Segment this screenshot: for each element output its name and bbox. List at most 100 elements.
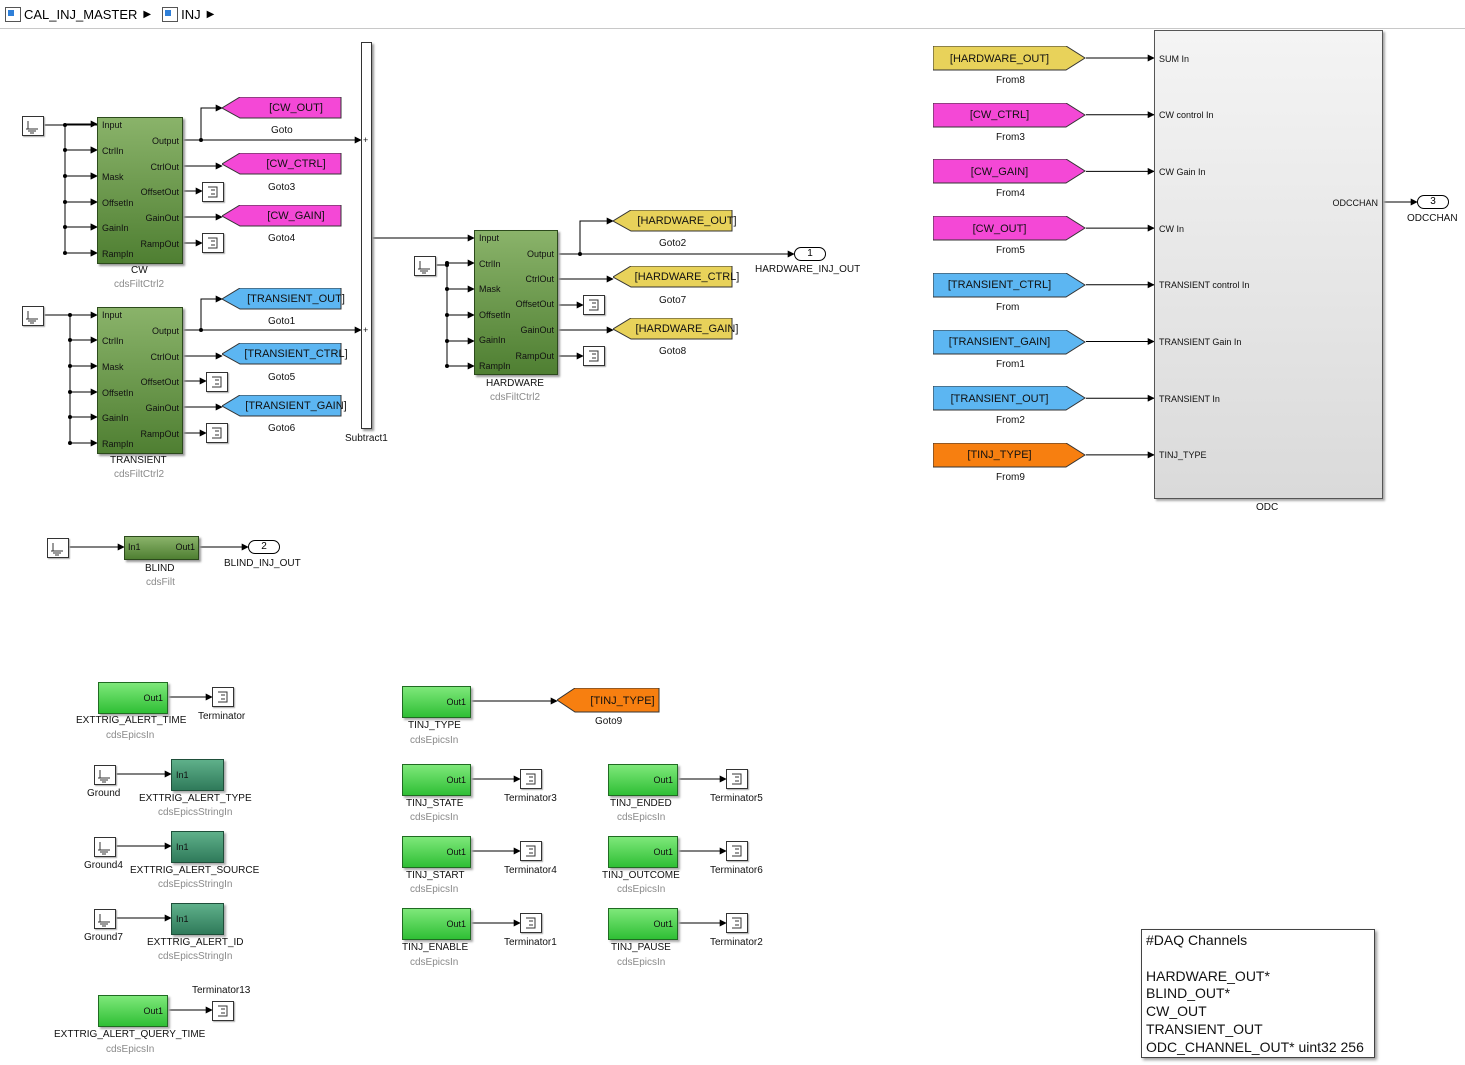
hardware-offsetout-terminator[interactable] [583, 295, 605, 315]
transient-mask-port: Mask [102, 362, 124, 372]
subsystem-icon [162, 6, 179, 22]
hardware-rampout-terminator[interactable] [583, 346, 605, 366]
from-block-from[interactable]: [TRANSIENT_CTRL] [932, 272, 1086, 298]
epics-in-tinj-outcome[interactable]: Out1 [608, 836, 678, 868]
epics-in-tinj-enable[interactable]: Out1 [402, 908, 471, 940]
terminator13-name: Terminator13 [192, 985, 251, 996]
from-block-from5-name: From5 [996, 245, 1025, 257]
epics-in-tinj-ended-name: TINJ_ENDED [610, 798, 672, 809]
terminator6-block[interactable] [726, 841, 748, 861]
terminator-block[interactable] [212, 687, 234, 707]
transient-offsetout-terminator[interactable] [206, 372, 228, 392]
cw-rampout-port: RampOut [140, 239, 179, 249]
hardware-ground-block[interactable] [414, 256, 436, 276]
transient-rampin-port: RampIn [102, 439, 134, 449]
daq-channels-note[interactable]: #DAQ Channels HARDWARE_OUT* BLIND_OUT* C… [1141, 929, 1375, 1058]
from-block-from2[interactable]: [TRANSIENT_OUT] [932, 385, 1086, 411]
epics-in-tinj-state[interactable]: Out1 [402, 764, 471, 796]
from-block-from9[interactable]: [TINJ_TYPE] [932, 442, 1086, 468]
outport-hardware-inj-out[interactable]: 1 [794, 247, 826, 261]
breadcrumb-arrow-icon: ▶ [143, 8, 152, 20]
ground7-block[interactable] [94, 909, 116, 929]
subtract-block[interactable]: + + [361, 42, 372, 429]
hardware-filter-block[interactable]: Input CtrlIn Mask OffsetIn GainIn RampIn… [474, 230, 558, 375]
goto-hardware-out[interactable]: [HARDWARE_OUT] [612, 209, 737, 232]
goto-tinj-type[interactable]: [TINJ_TYPE] [556, 687, 660, 713]
cw-offsetout-terminator[interactable] [202, 182, 224, 202]
epics-in-alert-query-time[interactable]: Out1 [98, 995, 168, 1027]
cw-block-type: cdsFiltCtrl2 [114, 279, 165, 290]
blind-filter-block[interactable]: In1 Out1 [124, 536, 199, 560]
daq-note-line: CW_OUT [1146, 1003, 1207, 1020]
outport-odcchan[interactable]: 3 [1417, 195, 1449, 209]
epics-in-alert-time[interactable]: Out1 [98, 682, 168, 714]
goto-transient-gain[interactable]: [TRANSIENT_GAIN] [221, 394, 347, 417]
epics-in-tinj-type[interactable]: Out1 [402, 686, 471, 718]
odc-port-tinj-type: TINJ_TYPE [1159, 450, 1207, 460]
epics-in-tinj-pause-name: TINJ_PAUSE [611, 942, 671, 953]
cw-filter-block[interactable]: Input CtrlIn Mask OffsetIn GainIn RampIn… [97, 117, 183, 264]
cw-rampout-terminator[interactable] [202, 233, 224, 253]
from-block-from1[interactable]: [TRANSIENT_GAIN] [932, 329, 1086, 355]
cw-gainout-port: GainOut [145, 213, 179, 223]
goto-hardware-ctrl-name: Goto7 [659, 295, 687, 306]
cw-ground-block[interactable] [22, 116, 44, 136]
goto-cw-out[interactable]: [CW_OUT] [221, 96, 342, 119]
epics-string-alert-type[interactable]: In1 [171, 759, 224, 791]
goto-cw-ctrl[interactable]: [CW_CTRL] [221, 152, 342, 175]
goto-hardware-ctrl[interactable]: [HARDWARE_CTRL] [612, 265, 739, 288]
goto-transient-ctrl[interactable]: [TRANSIENT_CTRL] [221, 342, 348, 365]
hardware-offsetout-port: OffsetOut [515, 299, 554, 309]
daq-note-line: TRANSIENT_OUT [1146, 1020, 1263, 1037]
from-block-from5[interactable]: [CW_OUT] [932, 215, 1086, 241]
hardware-mask-port: Mask [479, 284, 501, 294]
terminator2-block[interactable] [726, 913, 748, 933]
goto-cw-gain[interactable]: [CW_GAIN] [221, 204, 342, 227]
daq-note-line: HARDWARE_OUT* [1146, 967, 1270, 984]
epics-in-tinj-start[interactable]: Out1 [402, 836, 471, 868]
epics-in-tinj-outcome-type: cdsEpicsIn [617, 884, 666, 895]
from-block-from-name: From [996, 301, 1020, 313]
daq-note-line: BLIND_OUT* [1146, 985, 1231, 1002]
epics-in-tinj-pause[interactable]: Out1 [608, 908, 678, 940]
breadcrumb-child[interactable]: INJ [181, 6, 201, 22]
hardware-ctrlin-port: CtrlIn [479, 259, 501, 269]
from-block-from4[interactable]: [CW_GAIN] [932, 158, 1086, 184]
odc-block[interactable]: SUM In CW control In CW Gain In CW In TR… [1154, 30, 1383, 499]
terminator13-block[interactable] [212, 1001, 234, 1021]
hardware-block-name: HARDWARE [486, 378, 544, 389]
ground4-block[interactable] [94, 837, 116, 857]
odc-block-name: ODC [1256, 502, 1279, 513]
cw-ctrlout-port: CtrlOut [150, 162, 179, 172]
epics-string-alert-source-type: cdsEpicsStringIn [158, 879, 233, 890]
epics-in-tinj-ended[interactable]: Out1 [608, 764, 678, 796]
hardware-gainin-port: GainIn [479, 335, 506, 345]
transient-filter-block[interactable]: Input CtrlIn Mask OffsetIn GainIn RampIn… [97, 307, 183, 454]
epics-string-alert-id[interactable]: In1 [171, 903, 224, 935]
epics-in-alert-query-time-type: cdsEpicsIn [106, 1044, 155, 1055]
blind-block-name: BLIND [145, 563, 175, 574]
terminator4-block[interactable] [520, 841, 542, 861]
terminator4-name: Terminator4 [504, 865, 557, 876]
from-block-from3[interactable]: [CW_CTRL] [932, 102, 1086, 128]
goto-transient-out[interactable]: [TRANSIENT_OUT] [221, 287, 345, 310]
transient-rampout-terminator[interactable] [206, 423, 228, 443]
from-block-from8[interactable]: [HARDWARE_OUT] [932, 45, 1086, 71]
ground-block[interactable] [94, 765, 116, 785]
transient-offsetout-port: OffsetOut [140, 377, 179, 387]
cw-offsetin-port: OffsetIn [102, 198, 134, 208]
breadcrumb-root[interactable]: CAL_INJ_MASTER [24, 6, 138, 22]
blind-ground-block[interactable] [47, 538, 69, 558]
hardware-rampin-port: RampIn [479, 361, 511, 371]
outport-blind-inj-out[interactable]: 2 [248, 540, 280, 554]
epics-string-alert-id-type: cdsEpicsStringIn [158, 951, 233, 962]
transient-gainin-port: GainIn [102, 413, 129, 423]
terminator5-block[interactable] [726, 769, 748, 789]
terminator1-block[interactable] [520, 913, 542, 933]
goto-hardware-gain[interactable]: [HARDWARE_GAIN] [612, 317, 738, 340]
epics-string-alert-source[interactable]: In1 [171, 831, 224, 863]
transient-ground-block[interactable] [22, 306, 44, 326]
outport-odcchan-name: ODCCHAN [1407, 213, 1458, 224]
terminator3-block[interactable] [520, 769, 542, 789]
